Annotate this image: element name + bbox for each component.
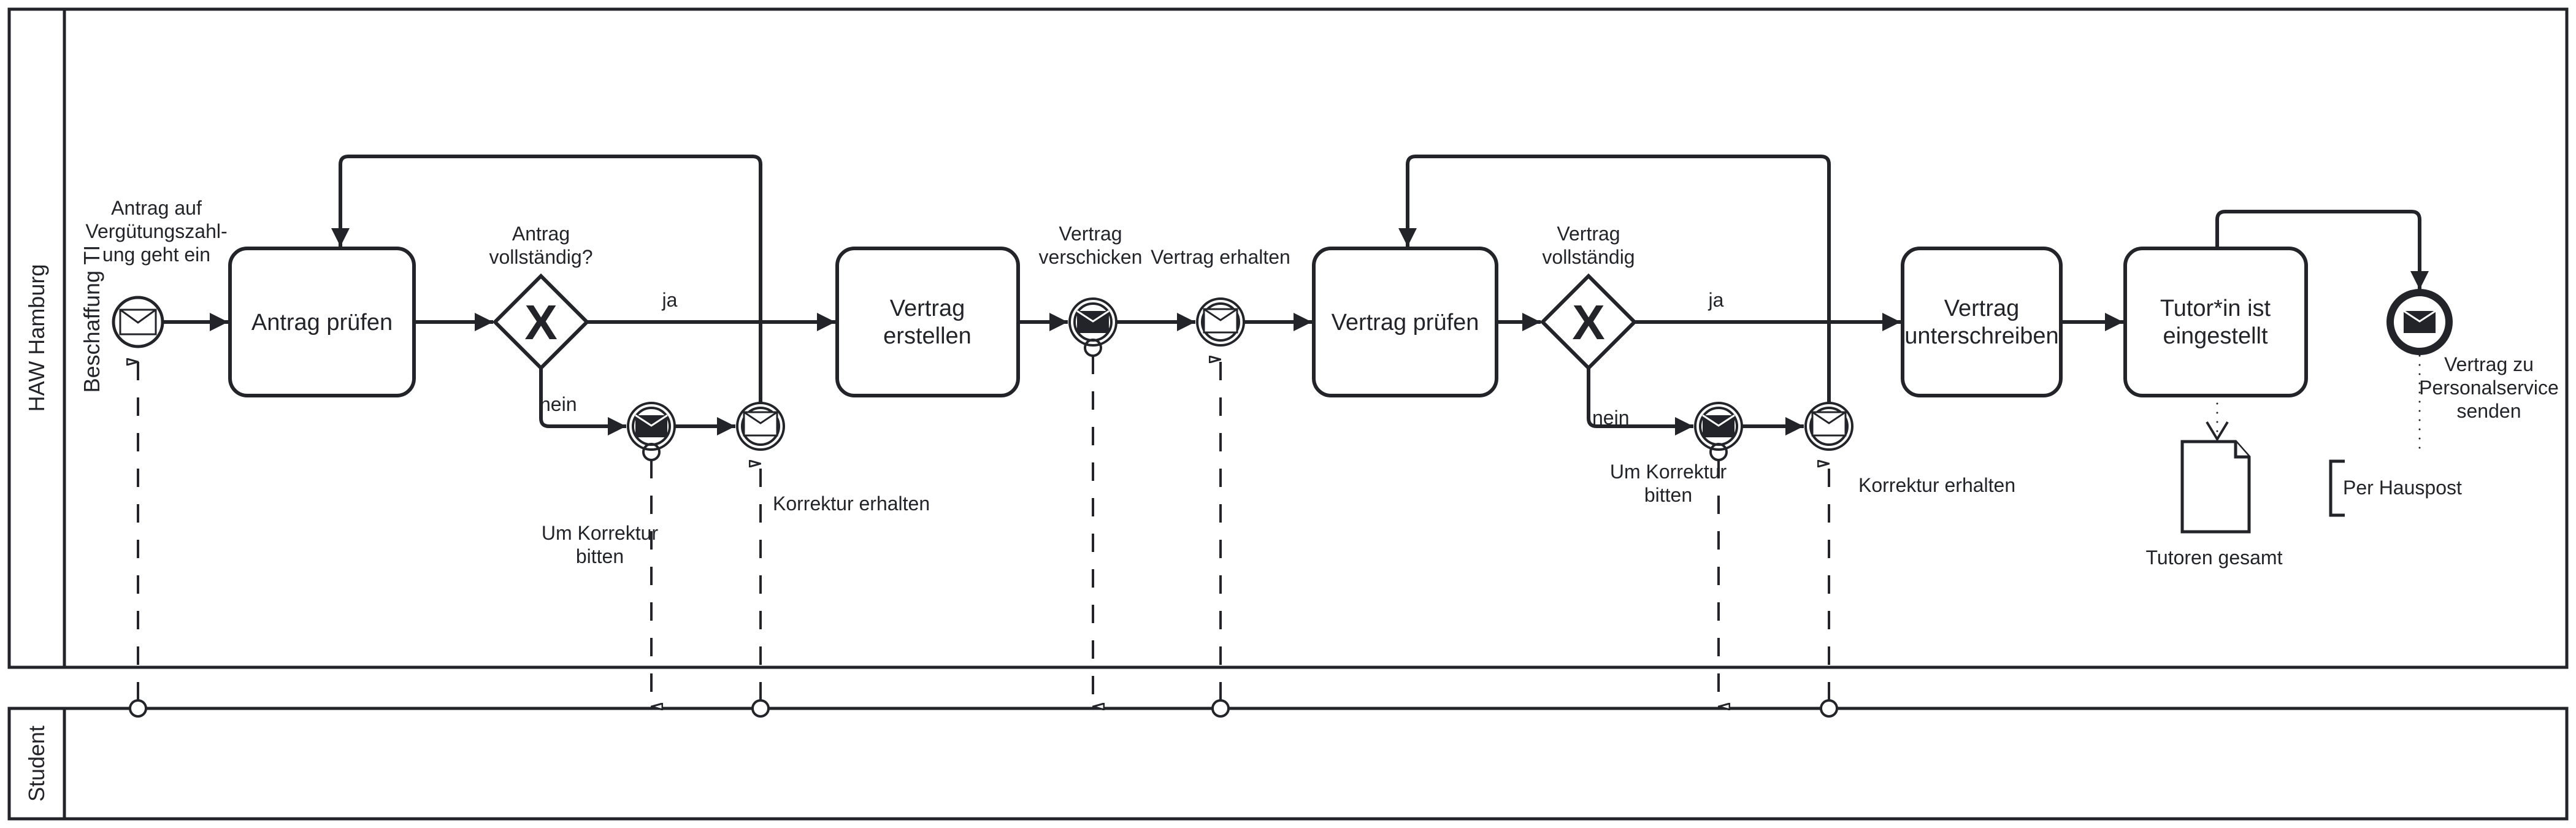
throw-event-um-korrektur-bitten-1[interactable]: Um Korrektur bitten — [542, 402, 676, 567]
envelope-filled-icon — [1702, 414, 1735, 437]
lane-label-beschaffung: Beschaffung TI — [79, 245, 104, 393]
gateway-label: Antrag — [512, 223, 570, 245]
message-flow-student-to-catch2 — [1213, 359, 1230, 718]
g2-no-label: nein — [1592, 407, 1630, 429]
document-icon — [2180, 440, 2251, 534]
task-vertrag-pruefen[interactable]: Vertrag prüfen — [1312, 247, 1498, 397]
start-event-antrag[interactable]: Antrag auf Vergütungszahl- ung geht ein — [85, 197, 228, 348]
message-flow-student-to-catch1 — [753, 464, 770, 718]
flow-t5-to-end — [2215, 210, 2429, 289]
g1-yes-label: ja — [662, 289, 678, 311]
gateway-x-marker: X — [524, 295, 557, 350]
throw-event-vertrag-verschicken[interactable]: Vertrag verschicken — [1039, 223, 1143, 347]
event-label: Personalservice — [2419, 377, 2559, 399]
catch-event-korrektur-erhalten-1[interactable]: Korrektur erhalten — [736, 402, 930, 515]
event-label: Vertrag zu — [2444, 353, 2534, 375]
event-label: Um Korrektur — [542, 522, 659, 544]
event-label: Vergütungszahl- — [85, 220, 227, 242]
pool-label-student: Student — [24, 726, 49, 802]
task-label: Tutor*in ist — [2160, 296, 2271, 321]
gateway-label: vollständig? — [489, 246, 593, 268]
annotation-text: Per Hauspost — [2343, 477, 2462, 499]
gateway-vertrag-vollstaendig[interactable]: X Vertrag vollständig — [1539, 223, 1638, 371]
event-label: Korrektur erhalten — [1858, 474, 2015, 496]
flow-g2-no-to-throw3 — [1587, 368, 1693, 435]
task-vertrag-unterschreiben[interactable]: Vertrag unterschreiben — [1901, 247, 2063, 397]
text-annotation-per-hauspost[interactable]: Per Hauspost — [2329, 355, 2462, 517]
task-label: Antrag prüfen — [251, 310, 393, 335]
task-label: eingestellt — [2163, 323, 2268, 349]
task-label: Vertrag — [1944, 296, 2020, 321]
event-label: Um Korrektur — [1610, 461, 1727, 483]
event-label: Korrektur erhalten — [773, 493, 930, 515]
pool-student[interactable]: Student — [7, 707, 2569, 821]
flow-catch3-loop-to-t3 — [1398, 155, 1831, 403]
g1-no-label: nein — [540, 393, 577, 415]
task-tutor-eingestellt[interactable]: Tutor*in ist eingestellt — [2123, 247, 2308, 397]
throw-event-um-korrektur-bitten-2[interactable]: Um Korrektur bitten — [1610, 402, 1743, 506]
message-flow-throw2-to-student — [1084, 339, 1101, 707]
gateway-label: vollständig — [1542, 246, 1635, 268]
message-flows — [130, 339, 1838, 718]
data-object-label: Tutoren gesamt — [2146, 546, 2283, 569]
task-label: erstellen — [883, 323, 972, 349]
envelope-outline-icon — [1203, 308, 1238, 334]
gateway-label: Vertrag — [1557, 223, 1620, 245]
task-antrag-pruefen[interactable]: Antrag prüfen — [228, 247, 416, 397]
event-label: Antrag auf — [111, 197, 202, 219]
catch-event-korrektur-erhalten-2[interactable]: Korrektur erhalten — [1804, 402, 2015, 496]
event-label: senden — [2457, 400, 2521, 422]
catch-event-vertrag-erhalten[interactable]: Vertrag erhalten — [1151, 246, 1290, 347]
envelope-filled-icon — [2403, 310, 2436, 333]
envelope-filled-icon — [1076, 310, 1110, 333]
envelope-outline-icon — [1811, 411, 1847, 437]
event-label: bitten — [1644, 484, 1692, 506]
g2-yes-label: ja — [1708, 289, 1724, 311]
event-label: Vertrag — [1059, 223, 1122, 245]
task-label: unterschreiben — [1904, 323, 2058, 349]
event-label: Vertrag erhalten — [1151, 246, 1290, 268]
pool-haw-hamburg[interactable]: HAW Hamburg Beschaffung TI — [7, 7, 2569, 669]
event-label: bitten — [576, 545, 624, 567]
envelope-outline-icon — [743, 411, 778, 437]
end-event-vertrag-senden[interactable]: Vertrag zu Personalservice senden — [2386, 289, 2559, 422]
data-object-tutoren-gesamt[interactable]: Tutoren gesamt — [2146, 402, 2283, 569]
flow-catch1-loop-to-t1 — [331, 155, 762, 403]
message-flow-student-to-catch3 — [1821, 464, 1838, 718]
task-vertrag-erstellen[interactable]: Vertrag erstellen — [835, 247, 1020, 397]
event-label: ung geht ein — [102, 243, 210, 266]
flow-g1-no-to-throw1 — [539, 368, 626, 435]
pool-label-haw: HAW Hamburg — [24, 264, 49, 412]
sequence-flows — [163, 155, 2429, 435]
gateway-x-marker: X — [1572, 295, 1604, 350]
message-flow-student-to-start — [130, 362, 147, 718]
task-label: Vertrag — [890, 296, 965, 321]
event-label: verschicken — [1039, 246, 1143, 268]
gateway-antrag-vollstaendig[interactable]: X Antrag vollständig? — [489, 223, 593, 371]
envelope-outline-icon — [119, 309, 157, 335]
envelope-filled-icon — [635, 414, 668, 437]
task-label: Vertrag prüfen — [1332, 310, 1479, 335]
